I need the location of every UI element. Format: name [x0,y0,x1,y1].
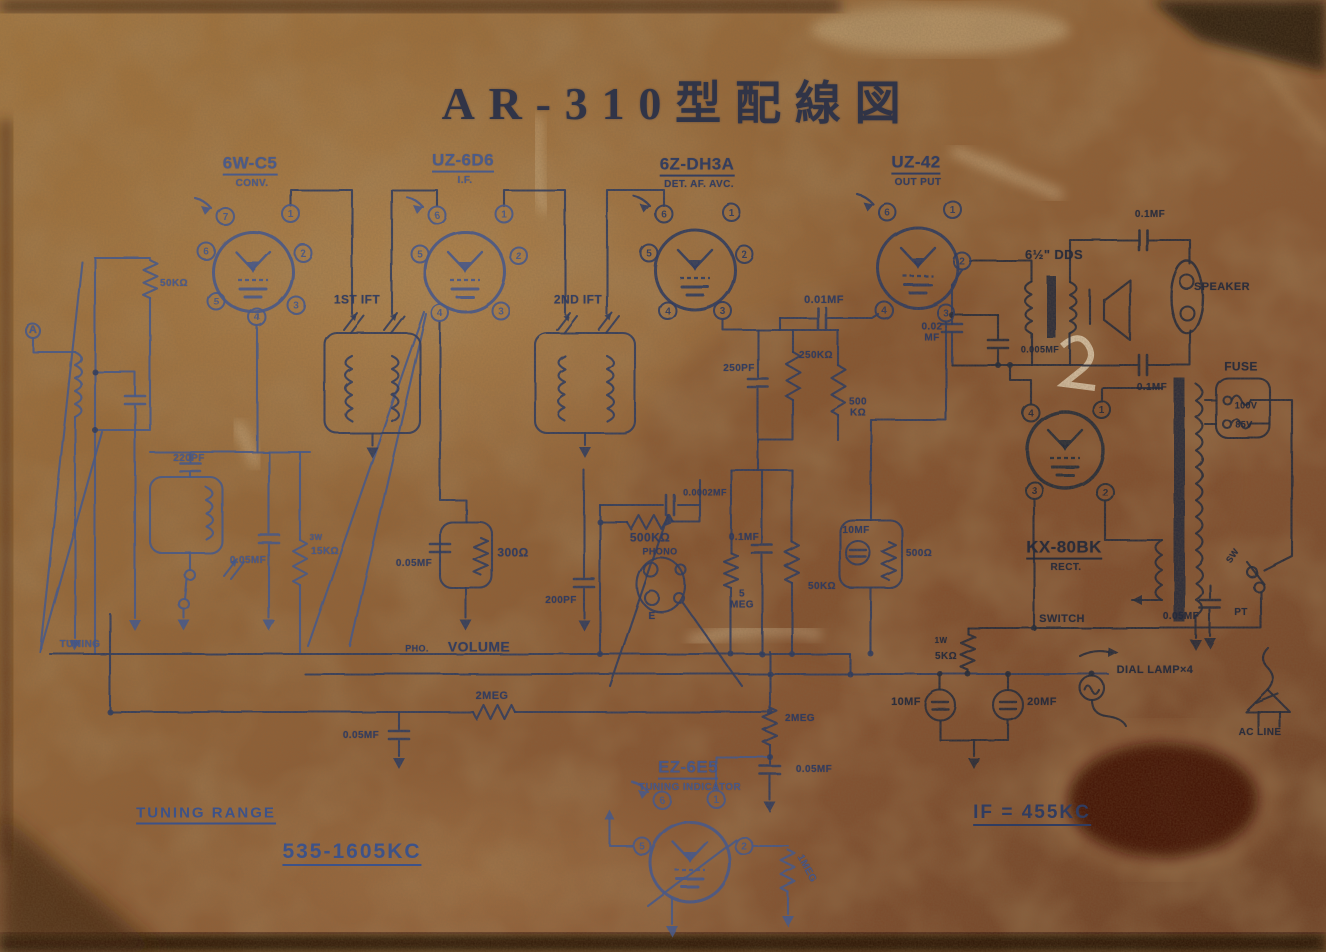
label-phono: PHONO [642,546,678,557]
schematic-label: 500 KΩ [849,396,867,418]
schematic-label: 1W [934,635,948,645]
schematic-label: 0.1MF [1136,381,1168,393]
schematic-label: 0.005MF [1020,344,1060,355]
schematic-label: 500KΩ [629,530,671,545]
speaker-type-label: 6½" DDS [1024,247,1084,263]
schematic-label: 15KΩ [311,545,339,557]
schematic-label: 0.05MF [1162,610,1200,622]
schematic-label: 250PF [723,362,755,374]
tube-sublabel-converter: CONV. [235,177,269,189]
tuning-range-kc: 535-1605KC [282,840,422,866]
tube-sublabel-output: OUT PUT [894,176,942,188]
label-2nd-ift: 2ND IFT [553,292,603,307]
tube-label-rectifier: KX-80BK [1026,538,1102,560]
schematic-label: 0.05MF [229,554,267,566]
tube-sublabel-rectifier: RECT. [1050,561,1082,573]
label-switch: SWITCH [1039,613,1085,626]
schematic-label: 0.1MF [1134,208,1166,220]
label-ac-line: AC LINE [1238,726,1282,738]
label-speaker: SPEAKER [1194,281,1250,294]
tuning-range-text: TUNING RANGE [136,804,276,825]
schematic-label: 10MF [891,696,921,709]
schematic-label: 50KΩ [160,277,188,289]
schematic-label: 0.01MF [804,294,844,307]
schematic-label: 500Ω [905,547,933,559]
schematic-label: 3W [309,532,323,542]
schematic-label: 50KΩ [808,580,836,592]
schematic-label: 0.05MF [395,557,433,569]
schematic-label: 0.05MF [795,763,833,775]
tuning-range-label: TUNING RANGE [136,804,276,825]
label-tuning: TUNING [59,638,101,650]
schematic-label: 250KΩ [799,349,833,361]
antenna-terminal-label: A [28,324,38,337]
tube-label-detector: 6Z-DH3A [659,155,735,177]
if-frequency: IF = 455KC [973,802,1091,826]
tube-label-output: UZ-42 [891,153,941,175]
schematic-label: 300Ω [497,545,529,560]
label-fuse: FUSE [1224,359,1258,374]
schematic-label: 0.02 MF [921,321,943,343]
label-volume: VOLUME [447,638,511,655]
tube-sublabel-if-amp: I.F. [457,174,473,186]
schematic-label: 85V [1235,419,1253,430]
schematic-label: 2MEG [475,690,509,703]
if-frequency-text: IF = 455KC [973,802,1091,826]
tube-label-tuning-eye: EZ-6E5 [657,758,719,780]
schematic-label: 220PF [173,452,205,464]
schematic-label: PHO. [405,643,429,654]
schematic-label: 10MF [842,524,870,536]
schematic-label: 100V [1234,400,1258,411]
tube-label-converter: 6W-C5 [222,154,278,176]
schematic-label: 0.0002MF [683,487,727,498]
tube-sublabel-tuning-eye: TUNING INDICATOR [638,781,742,793]
schematic-label: 200PF [545,594,577,606]
tuning-range-value: 535-1605KC [282,840,422,866]
tube-sublabel-detector: DET. AF. AVC. [664,178,734,190]
schematic-label: 2MEG [785,712,815,724]
label-dial-lamp: DIAL LAMP×4 [1116,664,1194,677]
label-power-transformer: PT [1234,606,1248,618]
diagram-title: AR-310型配線図 [441,78,915,129]
tube-label-if-amp: UZ-6D6 [432,151,494,173]
schematic-label: 5KΩ [934,650,958,662]
schematic-label: 0.1MF [728,531,760,543]
label-1st-ift: 1ST IFT [333,292,381,307]
schematic-label: 20MF [1027,696,1057,709]
schematic-label: 0.05MF [342,729,380,741]
schematic-label: 5 MEG [730,588,754,610]
schematic-label: E [648,610,656,622]
